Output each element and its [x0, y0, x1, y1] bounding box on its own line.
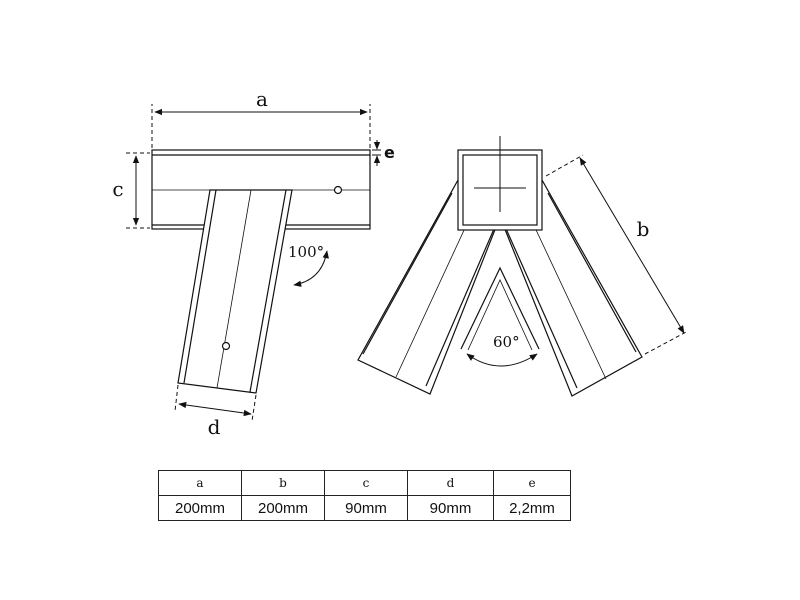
header-a: a	[158, 470, 242, 496]
header-d: d	[407, 470, 494, 496]
dimension-b	[545, 154, 689, 355]
label-b: b	[637, 217, 650, 241]
left-connector	[151, 149, 371, 394]
value-a: 200mm	[158, 495, 242, 521]
right-arm-wall-inner	[502, 221, 578, 389]
technical-drawing: a c e d 100°	[112, 87, 689, 439]
label-e: e	[384, 143, 395, 162]
angle-arc-left	[293, 250, 329, 287]
table-value-row: 200mm 200mm 90mm 90mm 2,2mm	[158, 495, 571, 521]
dimension-d	[174, 384, 257, 422]
dimension-e	[372, 140, 381, 166]
label-c: c	[112, 177, 123, 201]
angle-label-right: 60°	[493, 333, 520, 351]
header-b: b	[241, 470, 325, 496]
value-b: 200mm	[241, 495, 325, 521]
leg-centerline	[216, 189, 252, 389]
right-connector	[357, 136, 643, 397]
dimension-table: a b c d e 200mm 200mm 90mm 90mm 2,2mm	[158, 470, 571, 521]
value-d: 90mm	[407, 495, 494, 521]
bolt-hole	[333, 185, 343, 195]
leg-wall-left	[183, 189, 217, 384]
label-d: d	[208, 415, 221, 439]
angle-arc-right	[466, 353, 538, 367]
label-a: a	[256, 87, 268, 111]
header-e: e	[493, 470, 571, 496]
value-c: 90mm	[324, 495, 408, 521]
angled-leg	[177, 189, 293, 394]
angle-label-left: 100°	[288, 243, 324, 261]
bolt-hole	[221, 341, 231, 351]
value-e: 2,2mm	[493, 495, 571, 521]
left-arm-wall-inner	[425, 221, 498, 387]
table-header-row: a b c d e	[158, 470, 571, 496]
inner-v-notch-wall	[467, 279, 533, 351]
header-c: c	[324, 470, 408, 496]
dimension-a	[151, 104, 371, 148]
inner-v-notch	[460, 266, 540, 350]
left-arm-wall-outer	[362, 192, 453, 355]
dimension-c	[126, 152, 150, 229]
leg-wall-right	[249, 189, 287, 393]
